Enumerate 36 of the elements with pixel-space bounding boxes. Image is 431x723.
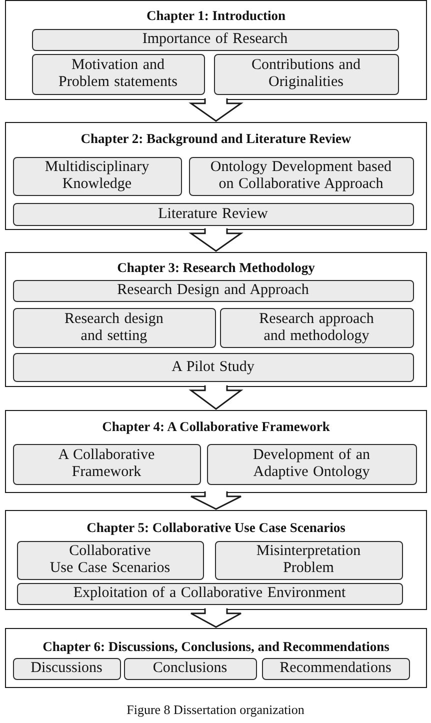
topic-box: Contributions and Originalities: [214, 54, 398, 94]
topic-box: Research Design and Approach: [12, 280, 414, 302]
topic-box: Discussions: [12, 658, 120, 680]
chapter-panel: [5, 252, 427, 387]
block-arrow: [190, 490, 242, 510]
topic-box: Research design and setting: [12, 308, 216, 348]
topic-box: Research approach and methodology: [220, 308, 414, 348]
topic-box: Importance of Research: [32, 28, 398, 50]
block-arrow: [190, 608, 242, 628]
chapter-heading: Chapter 6: Discussions, Conclusions, and Recommendations: [42, 639, 390, 655]
chapter-panel: [5, 410, 427, 493]
chapter-panel: [5, 122, 427, 230]
topic-box: Multidisciplinary Knowledge: [12, 156, 182, 196]
topic-box: Literature Review: [12, 202, 414, 226]
chapter-heading: Chapter 1: Introduction: [146, 8, 286, 24]
chapter-panel: [5, 510, 427, 610]
chapter-heading: Chapter 2: Background and Literature Review: [80, 131, 352, 147]
chapter-panel: [5, 0, 427, 100]
topic-box: Exploitation of a Collaborative Environment: [16, 582, 402, 604]
topic-box: Development of an Adaptive Ontology: [206, 444, 416, 484]
chapter-panel: [5, 628, 427, 688]
topic-box: Recommendations: [262, 658, 410, 680]
topic-box: Collaborative Use Case Scenarios: [16, 540, 204, 580]
block-arrow: [188, 384, 244, 410]
figure-caption: Figure 8 Dissertation organization: [126, 702, 304, 718]
topic-box: Conclusions: [124, 658, 256, 680]
topic-box: A Collaborative Framework: [12, 444, 200, 484]
topic-box: Ontology Development based on Collaborative Approach: [188, 156, 414, 196]
chapter-heading: Chapter 5: Collaborative Use Case Scenarios: [86, 520, 346, 536]
topic-box: A Pilot Study: [12, 352, 414, 382]
topic-box: Misinterpretation Problem: [214, 540, 402, 580]
chapter-heading: Chapter 3: Research Methodology: [117, 260, 315, 276]
topic-box: Motivation and Problem statements: [32, 54, 204, 94]
block-arrow: [188, 228, 244, 252]
block-arrow: [188, 98, 244, 122]
chapter-heading: Chapter 4: A Collaborative Framework: [102, 419, 330, 435]
